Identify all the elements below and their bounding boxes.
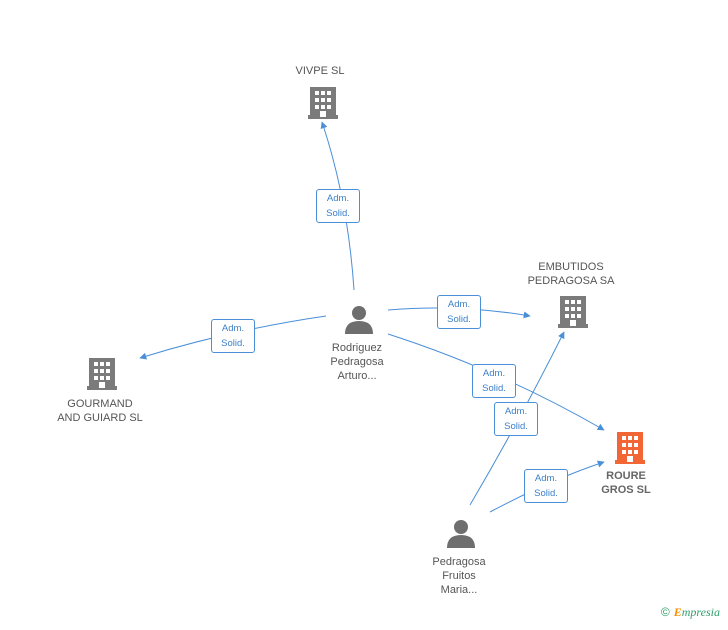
company-label-embutidos[interactable]: EMBUTIDOS PEDRAGOSA SA xyxy=(527,261,615,287)
relation-badge[interactable]: Adm. Solid. xyxy=(494,402,538,436)
building-icon[interactable] xyxy=(558,294,588,328)
company-label-roure[interactable]: ROURE GROS SL xyxy=(601,470,651,496)
relation-badge[interactable]: Adm. Solid. xyxy=(211,319,255,353)
building-icon[interactable] xyxy=(308,85,338,119)
person-label-rodriguez[interactable]: Rodriguez Pedragosa Arturo... xyxy=(330,342,384,382)
building-icon[interactable] xyxy=(87,356,117,390)
relation-badge[interactable]: Adm. Solid. xyxy=(437,295,481,329)
relation-badge[interactable]: Adm. Solid. xyxy=(316,189,360,223)
building-icon[interactable] xyxy=(615,430,645,464)
copyright-symbol: © xyxy=(660,605,670,619)
person-icon[interactable] xyxy=(446,518,476,548)
company-label-gourmand[interactable]: GOURMAND AND GUIARD SL xyxy=(57,398,143,424)
relation-badge[interactable]: Adm. Solid. xyxy=(524,469,568,503)
relation-badge[interactable]: Adm. Solid. xyxy=(472,364,516,398)
person-icon[interactable] xyxy=(344,304,374,334)
company-label-vivpe[interactable]: VIVPE SL xyxy=(295,65,345,77)
brand-name: mpresia xyxy=(681,605,720,619)
brand-initial: E xyxy=(673,605,682,619)
brand-logo: ©Empresia xyxy=(661,605,720,620)
person-label-pedragosa[interactable]: Pedragosa Fruitos Maria... xyxy=(432,556,486,596)
